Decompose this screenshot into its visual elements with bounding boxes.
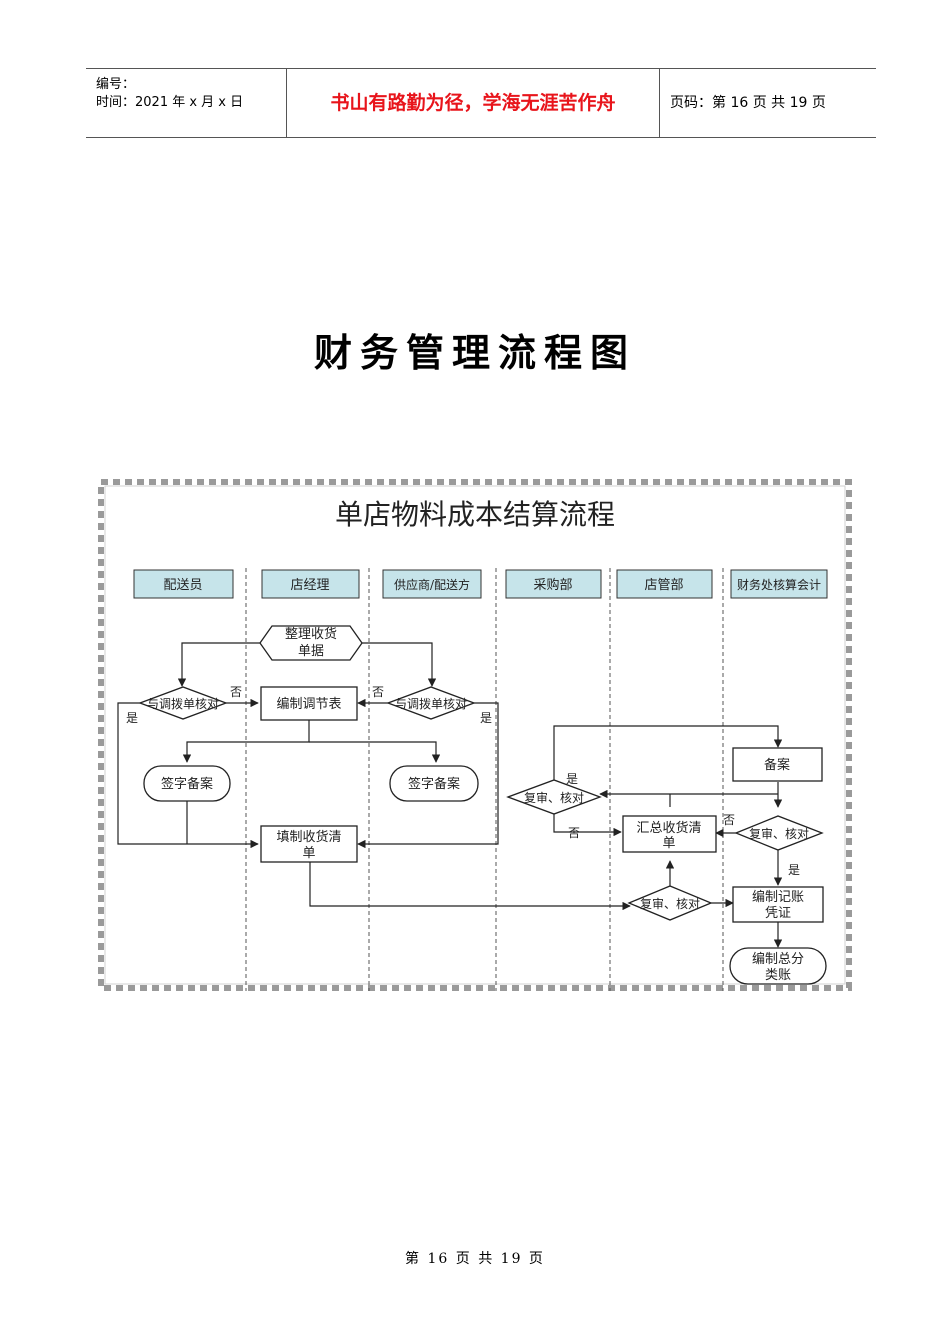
inner-border (104, 485, 846, 985)
lane-label: 采购部 (533, 577, 572, 593)
edge-label-yes: 是 (126, 711, 138, 725)
edge-line (360, 642, 437, 687)
node-text: 凭证 (765, 906, 791, 921)
node-text: 复审、核对 (524, 790, 584, 805)
edge-labels: 是 否 否 是 是 否 否 是 (126, 685, 800, 877)
node-text: 备案 (764, 757, 790, 773)
edge-line (117, 702, 259, 849)
voucher-node (732, 886, 824, 923)
node-text: 签字备案 (408, 776, 460, 792)
lane-label: 供应商/配送方 (394, 577, 470, 592)
sign-right-node (389, 765, 479, 802)
lane-header-box (730, 569, 828, 599)
lane-headers: 配送员 店经理 供应商/配送方 采购部 店管部 财务处核算会计 (133, 569, 828, 599)
lane-label: 配送员 (163, 578, 202, 593)
ledger-node (729, 947, 827, 985)
time-label: 时间：2021 年 x 月 x 日 (96, 95, 244, 110)
node-text: 单 (662, 836, 675, 851)
page-footer: 第 16 页 共 19 页 (405, 1251, 545, 1267)
decision-left-node (138, 686, 228, 720)
lane-header-box (261, 569, 360, 599)
node-text: 与调拨单核对 (395, 697, 467, 711)
edge-label-yes: 是 (566, 772, 578, 786)
nodes: 整理收货 单据 与调拨单核对 编制调节表 与调拨单核对 签字备案 签字备案 填制… (138, 625, 827, 985)
make-adjust-node (260, 686, 358, 721)
flowchart-figure: 单店物料成本结算流程 配送员 店经理 供应商/配送方 采购部 店管部 财务处核算… (96, 476, 854, 994)
sort-receipts-node (259, 625, 363, 661)
motto: 书山有路勤为径，学海无涯苦作舟 (287, 69, 660, 137)
node-text: 复审、核对 (749, 826, 809, 841)
node-text: 编制调节表 (276, 697, 341, 712)
page-header: 编号： 时间：2021 年 x 月 x 日 书山有路勤为径，学海无涯苦作舟 页码… (86, 68, 876, 138)
node-text: 编制总分 (752, 952, 804, 967)
node-text: 与调拨单核对 (147, 697, 219, 711)
lane-label: 店经理 (290, 578, 329, 593)
lane-header-box (133, 569, 234, 599)
lane-label: 店管部 (644, 578, 683, 593)
review-purchase-node (506, 779, 602, 815)
header-meta-cell: 编号： 时间：2021 年 x 月 x 日 (86, 69, 287, 137)
edge-label-yes: 是 (480, 711, 492, 725)
filing-node (732, 747, 823, 782)
review-finance-node (734, 815, 824, 851)
fill-list-node (260, 825, 358, 863)
connectors (117, 642, 783, 948)
node-text: 填制收货清 (276, 829, 341, 845)
review-store-node (627, 885, 713, 921)
lane-header-box (616, 569, 713, 599)
edge-line (309, 862, 631, 911)
node-text: 单 (302, 846, 315, 861)
edge-label-yes: 是 (788, 863, 800, 877)
edge-line (553, 725, 783, 780)
edge-line (177, 642, 261, 687)
node-text: 单据 (298, 644, 324, 659)
node-text: 整理收货 (285, 626, 337, 642)
lane-header-box (382, 569, 482, 599)
edge-line (182, 720, 310, 763)
lane-dividers (245, 568, 724, 991)
page-info: 页码：第 16 页 共 19 页 (670, 95, 826, 111)
lane-header-box (505, 569, 602, 599)
node-text: 签字备案 (161, 776, 213, 792)
edge-line (309, 741, 441, 763)
summary-list-node (622, 815, 717, 853)
edge-label-no: 否 (372, 685, 384, 699)
document-title: 财务管理流程图 (313, 331, 636, 375)
number-label: 编号： (96, 77, 136, 92)
flowchart-title: 单店物料成本结算流程 (335, 498, 615, 531)
node-text: 汇总收货清 (636, 820, 701, 836)
node-text: 类账 (765, 968, 791, 983)
decision-right-node (386, 686, 476, 720)
edge-line (357, 702, 499, 849)
edge-label-no: 否 (230, 685, 242, 699)
edge-line (553, 814, 622, 837)
sign-left-node (143, 765, 231, 802)
lane-label: 财务处核算会计 (737, 577, 821, 592)
flowchart-svg: 单店物料成本结算流程 配送员 店经理 供应商/配送方 采购部 店管部 财务处核算… (98, 479, 852, 991)
edge-label-no: 否 (568, 826, 580, 840)
node-text: 编制记账 (752, 890, 804, 905)
node-text: 复审、核对 (640, 896, 700, 911)
edge-label-no: 否 (723, 813, 735, 827)
